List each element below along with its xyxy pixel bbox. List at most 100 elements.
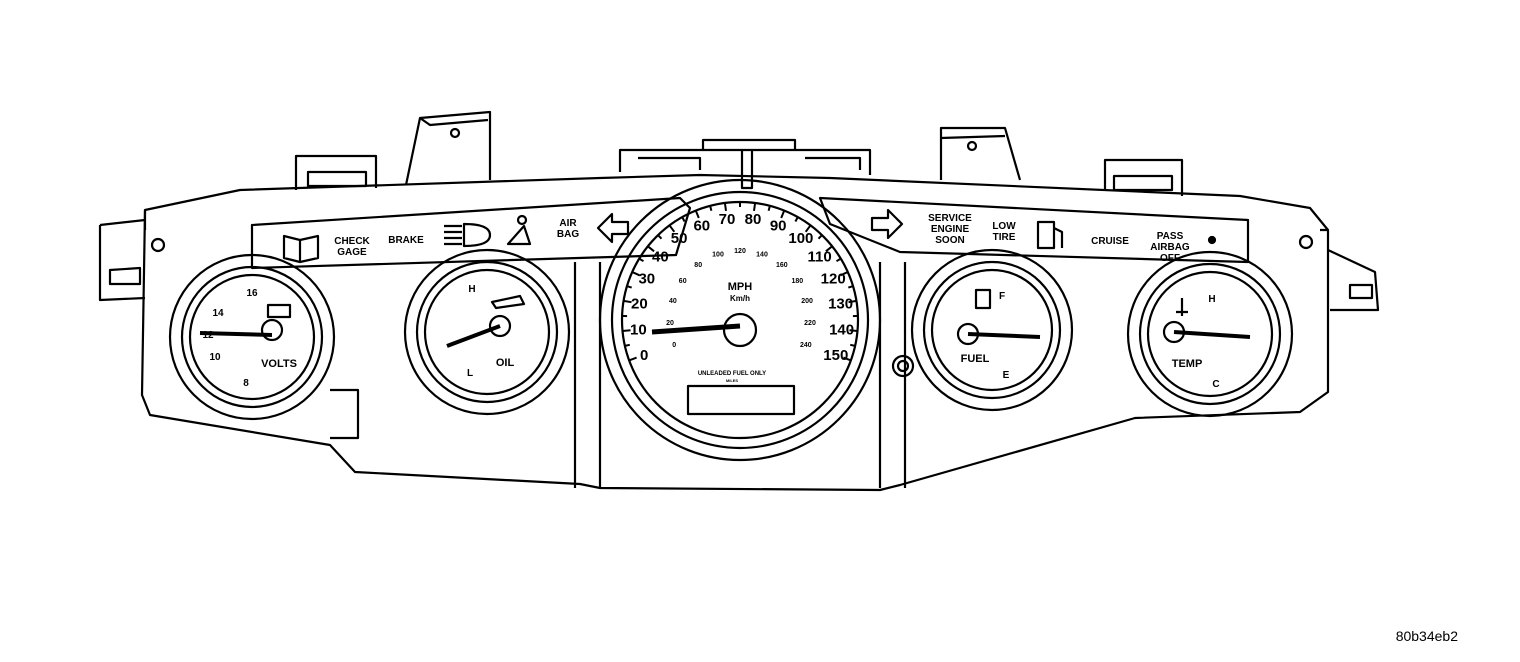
kmh-tick-0: 0 xyxy=(672,342,676,349)
speedometer-tick-mark xyxy=(825,245,833,253)
left-warning-strip xyxy=(250,196,692,270)
oil-label: OIL xyxy=(496,357,515,369)
check-gage-label-2: GAGE xyxy=(337,247,367,258)
mph-tick-30: 30 xyxy=(638,271,655,288)
pass-airbag-off-label-1: PASS xyxy=(1157,231,1184,242)
volts-gauge xyxy=(168,253,336,421)
pass-airbag-off-label-2: AIRBAG xyxy=(1150,242,1190,253)
speedometer-tick-marks xyxy=(622,202,858,362)
kmh-tick-40: 40 xyxy=(669,298,677,305)
speedometer-tick-mark xyxy=(631,271,640,277)
coolant-temp-icon xyxy=(1176,298,1188,316)
air-bag-label-2: BAG xyxy=(557,229,579,240)
temp-gauge xyxy=(1126,250,1294,418)
speedometer-tick-mark xyxy=(849,343,856,347)
speedometer-tick-mark xyxy=(657,234,663,240)
speedometer-tick-mark xyxy=(804,224,812,233)
fuel-gauge xyxy=(910,248,1074,412)
unleaded-fuel-note: UNLEADED FUEL ONLY xyxy=(698,371,766,377)
book-icon xyxy=(282,234,320,264)
speedometer-tick-mark xyxy=(647,245,655,253)
oil-can-icon xyxy=(490,294,526,310)
mph-tick-20: 20 xyxy=(631,296,648,313)
check-gage-label-1: CHECK xyxy=(334,236,370,247)
volts-tick-10: 10 xyxy=(209,352,221,363)
headlamp-icon xyxy=(444,222,492,248)
low-tire-label-1: LOW xyxy=(992,221,1016,232)
oil-gauge xyxy=(403,248,571,416)
fuel-pump-icon xyxy=(974,288,992,310)
pass-airbag-off-label-3: OFF xyxy=(1160,253,1180,264)
mph-tick-80: 80 xyxy=(745,211,762,228)
speedometer-tick-mark xyxy=(840,271,849,277)
mph-tick-150: 150 xyxy=(823,347,848,364)
fuel-low-icon xyxy=(1036,220,1064,250)
speedometer-tick-mark xyxy=(848,285,854,289)
mph-tick-110: 110 xyxy=(807,248,831,265)
mph-tick-120: 120 xyxy=(821,271,846,288)
service-engine-soon-label-3: SOON xyxy=(935,235,964,246)
kmh-tick-160: 160 xyxy=(776,262,788,269)
kmh-tick-60: 60 xyxy=(679,278,687,285)
oil-high-mark: H xyxy=(468,284,475,295)
trip-reset-knob[interactable] xyxy=(891,354,915,378)
speedometer-tick-mark xyxy=(626,285,632,289)
service-engine-soon-label-2: ENGINE xyxy=(931,224,970,235)
kmh-tick-140: 140 xyxy=(756,252,768,259)
air-bag-label-1: AIR xyxy=(559,218,577,229)
speedometer-tick-mark xyxy=(723,202,727,212)
temp-hot-mark: H xyxy=(1208,294,1215,305)
battery-icon xyxy=(266,303,292,319)
speedometer-tick-mark xyxy=(638,257,645,263)
left-turn-arrow-icon xyxy=(596,212,630,244)
speedometer-tick-mark xyxy=(794,216,799,222)
speedometer-tick-mark xyxy=(817,234,823,240)
speedometer-tick-mark xyxy=(628,356,637,362)
kmh-tick-180: 180 xyxy=(791,278,803,285)
fuel-label: FUEL xyxy=(961,353,990,365)
mph-tick-60: 60 xyxy=(693,217,710,234)
right-turn-arrow-icon xyxy=(870,208,904,240)
mph-tick-140: 140 xyxy=(829,322,854,339)
volts-tick-14: 14 xyxy=(212,308,224,319)
miles-note: MILES xyxy=(726,378,739,383)
fuel-empty-mark: E xyxy=(1003,370,1010,381)
kmh-tick-100: 100 xyxy=(712,252,724,259)
mph-tick-0: 0 xyxy=(640,347,648,364)
temp-label: TEMP xyxy=(1172,358,1203,370)
speedometer-tick-mark xyxy=(681,216,686,222)
volts-label: VOLTS xyxy=(261,358,297,370)
kmh-tick-240: 240 xyxy=(800,342,812,349)
figure-reference: 80b34eb2 xyxy=(1395,628,1458,644)
seatbelt-icon xyxy=(506,214,532,246)
right-warning-strip xyxy=(818,196,1250,264)
speedometer-tick-mark xyxy=(835,257,842,263)
mph-unit-label: MPH xyxy=(728,281,753,293)
kmh-tick-220: 220 xyxy=(804,320,816,327)
kmh-tick-120: 120 xyxy=(734,248,746,255)
service-engine-soon-label-1: SERVICE xyxy=(928,213,972,224)
speedometer-tick-mark xyxy=(623,299,632,304)
speedometer-tick-mark xyxy=(780,210,786,219)
mph-tick-130: 130 xyxy=(828,296,853,313)
mph-tick-90: 90 xyxy=(770,217,787,234)
speedometer-tick-mark xyxy=(694,210,700,219)
low-tire-label-2: TIRE xyxy=(993,232,1016,243)
speedometer-tick-mark xyxy=(753,202,757,212)
cruise-label: CRUISE xyxy=(1091,236,1129,247)
mph-tick-70: 70 xyxy=(719,211,736,228)
kmh-tick-20: 20 xyxy=(666,320,674,327)
brake-label: BRAKE xyxy=(388,235,424,246)
volts-tick-8: 8 xyxy=(243,378,249,389)
mph-tick-100: 100 xyxy=(788,230,813,247)
volts-tick-16: 16 xyxy=(246,288,258,299)
volts-tick-12: 12 xyxy=(202,330,214,341)
speedometer-tick-mark xyxy=(767,205,771,211)
speedometer-tick-mark xyxy=(848,299,857,304)
speedometer-tick-mark xyxy=(622,329,631,332)
mph-tick-40: 40 xyxy=(652,248,669,265)
speedometer-tick-mark xyxy=(668,224,676,233)
